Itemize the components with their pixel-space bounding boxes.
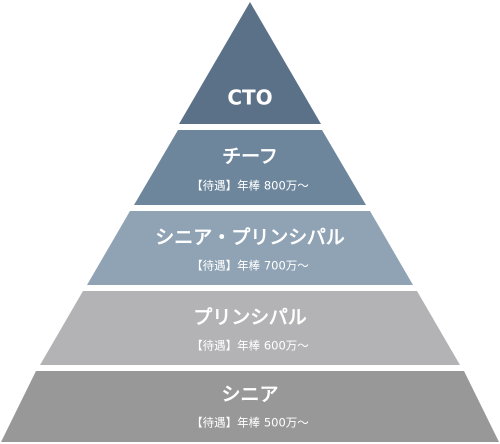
tier-cto-title: CTO <box>227 86 272 110</box>
tier-senior-principal-shape <box>87 211 413 285</box>
tier-senior-salary: 【待遇】年棒 500万〜 <box>191 416 309 430</box>
tier-senior-principal-salary: 【待遇】年棒 700万〜 <box>191 259 309 273</box>
tier-senior-shape <box>1 371 499 442</box>
tier-senior-principal-title: シニア・プリンシパル <box>155 226 344 249</box>
tier-senior-title: シニア <box>221 384 278 406</box>
tier-principal-salary: 【待遇】年棒 600万〜 <box>191 339 309 353</box>
tier-senior-principal: シニア・プリンシパル 【待遇】年棒 700万〜 <box>87 211 413 285</box>
tier-principal: プリンシパル 【待遇】年棒 600万〜 <box>40 291 460 365</box>
tier-chief: チーフ 【待遇】年棒 800万〜 <box>134 130 366 205</box>
tier-principal-title: プリンシパル <box>193 306 306 329</box>
tier-cto: CTO <box>179 2 321 124</box>
tier-principal-shape <box>40 291 460 365</box>
tier-chief-salary: 【待遇】年棒 800万〜 <box>191 179 309 193</box>
tier-chief-title: チーフ <box>222 146 278 168</box>
tier-chief-shape <box>134 130 366 205</box>
tier-cto-shape <box>179 2 321 124</box>
tier-senior: シニア 【待遇】年棒 500万〜 <box>1 371 499 442</box>
